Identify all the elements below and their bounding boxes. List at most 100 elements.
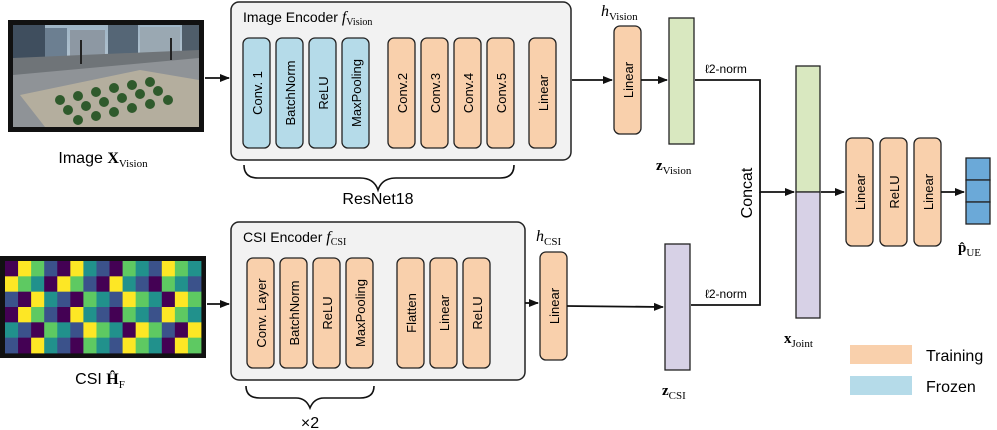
l2-norm-bottom-label: ℓ2-norm xyxy=(705,287,747,301)
heatmap-cell xyxy=(5,291,19,308)
svg-text:Linear: Linear xyxy=(547,287,562,324)
heatmap-cell xyxy=(161,261,176,277)
heatmap-cell xyxy=(109,337,123,354)
heatmap-cell xyxy=(44,276,58,293)
csi-encoder-title: CSI Encoder fCSI xyxy=(243,229,346,248)
mlp-relu: ReLU xyxy=(879,137,908,247)
layer-batchnorm: BatchNorm xyxy=(279,257,308,369)
heatmap-cell xyxy=(187,337,202,354)
scene-image xyxy=(8,20,204,132)
heatmap-cell xyxy=(44,307,58,323)
layer-relu: ReLU xyxy=(308,37,337,149)
svg-text:Conv.3: Conv.3 xyxy=(428,73,443,113)
heatmap-cell xyxy=(174,261,189,277)
svg-text:Linear: Linear xyxy=(853,173,868,210)
heatmap-cell xyxy=(31,276,45,293)
heatmap-cell xyxy=(70,322,84,339)
heatmap-cell xyxy=(187,276,202,293)
x-joint-csi-part xyxy=(795,191,821,319)
image-encoder-title: Image Encoder fVision xyxy=(243,9,372,28)
heatmap-cell xyxy=(70,276,84,293)
heatmap-cell xyxy=(31,291,45,308)
csi-heatmap xyxy=(0,256,206,358)
layer-conv-layer: Conv. Layer xyxy=(246,257,275,369)
heatmap-cell xyxy=(31,337,45,354)
heatmap-cell xyxy=(122,291,137,308)
layer-relu: ReLU xyxy=(312,257,341,369)
csi-head-label: hCSI xyxy=(536,228,561,248)
heatmap-cell xyxy=(174,307,189,323)
heatmap-cell xyxy=(174,337,189,354)
x-joint-vision-part xyxy=(795,65,821,193)
svg-text:Linear: Linear xyxy=(437,294,452,331)
heatmap-cell xyxy=(122,261,137,277)
layer-maxpooling: MaxPooling xyxy=(345,257,374,369)
heatmap-cell xyxy=(18,276,32,293)
mlp-linear-1: Linear xyxy=(845,137,874,247)
heatmap-cell xyxy=(44,261,58,277)
heatmap-cell xyxy=(187,291,202,308)
arrow-z-vision-to-joint xyxy=(695,79,795,196)
arrow-z-csi-to-joint xyxy=(691,192,761,306)
layer-batchnorm: BatchNorm xyxy=(275,37,304,149)
layer-conv1: Conv. 1 xyxy=(242,37,271,149)
heatmap-cell xyxy=(44,337,58,354)
heatmap-cell xyxy=(148,276,163,293)
z-csi-label: zCSI xyxy=(662,383,686,402)
heatmap-cell xyxy=(5,337,19,354)
csi-heatmap-icon xyxy=(5,261,202,354)
heatmap-cell xyxy=(148,261,163,277)
legend-frozen: Frozen xyxy=(850,376,976,396)
svg-text:ReLU: ReLU xyxy=(470,296,485,329)
x-joint-label: xJoint xyxy=(784,331,813,350)
resnet-label: ResNet18 xyxy=(342,191,413,208)
layer-linear: Linear xyxy=(429,257,458,369)
heatmap-cell xyxy=(187,322,202,339)
heatmap-cell xyxy=(148,322,163,339)
heatmap-cell xyxy=(96,337,110,354)
heatmap-cell xyxy=(96,276,110,293)
heatmap-cell xyxy=(5,322,19,339)
svg-text:MaxPooling: MaxPooling xyxy=(349,59,364,127)
svg-text:Linear: Linear xyxy=(536,74,551,111)
heatmap-cell xyxy=(96,291,110,308)
svg-text:Conv.2: Conv.2 xyxy=(395,73,410,113)
svg-text:Linear: Linear xyxy=(621,61,636,98)
z-vision-label: zVision xyxy=(656,158,692,177)
heatmap-cell xyxy=(70,337,84,354)
heatmap-cell xyxy=(57,276,71,293)
svg-text:Flatten: Flatten xyxy=(404,293,419,333)
heatmap-cell xyxy=(161,322,176,339)
heatmap-cell xyxy=(57,322,71,339)
legend-training: Training xyxy=(850,345,983,365)
resnet-brace xyxy=(243,164,515,193)
csi-head-linear: Linear xyxy=(539,251,568,361)
arrow-head-to-z-csi xyxy=(566,302,664,311)
layer-maxpooling: MaxPooling xyxy=(341,37,370,149)
svg-text:Frozen: Frozen xyxy=(926,379,976,396)
heatmap-cell xyxy=(148,291,163,308)
heatmap-cell xyxy=(5,276,19,293)
heatmap-cell xyxy=(109,322,123,339)
layer-conv5: Conv.5 xyxy=(486,37,515,149)
z-csi-vector xyxy=(664,243,691,371)
heatmap-cell xyxy=(174,276,189,293)
heatmap-cell xyxy=(70,261,84,277)
heatmap-cell xyxy=(57,291,71,308)
heatmap-cell xyxy=(109,276,123,293)
heatmap-cell xyxy=(31,307,45,323)
heatmap-cell xyxy=(174,291,189,308)
heatmap-cell xyxy=(18,261,32,277)
svg-text:Linear: Linear xyxy=(921,173,936,210)
heatmap-cell xyxy=(83,307,97,323)
repeat-label: ×2 xyxy=(301,415,319,430)
heatmap-cell xyxy=(161,276,176,293)
svg-text:ReLU: ReLU xyxy=(320,296,335,329)
heatmap-cell xyxy=(83,276,97,293)
csi-head-layers: Flatten Linear ReLU xyxy=(396,257,491,369)
heatmap-cell xyxy=(18,307,32,323)
mlp-linear-2: Linear xyxy=(913,137,942,247)
heatmap-cell xyxy=(187,261,202,277)
svg-text:BatchNorm: BatchNorm xyxy=(283,60,298,125)
